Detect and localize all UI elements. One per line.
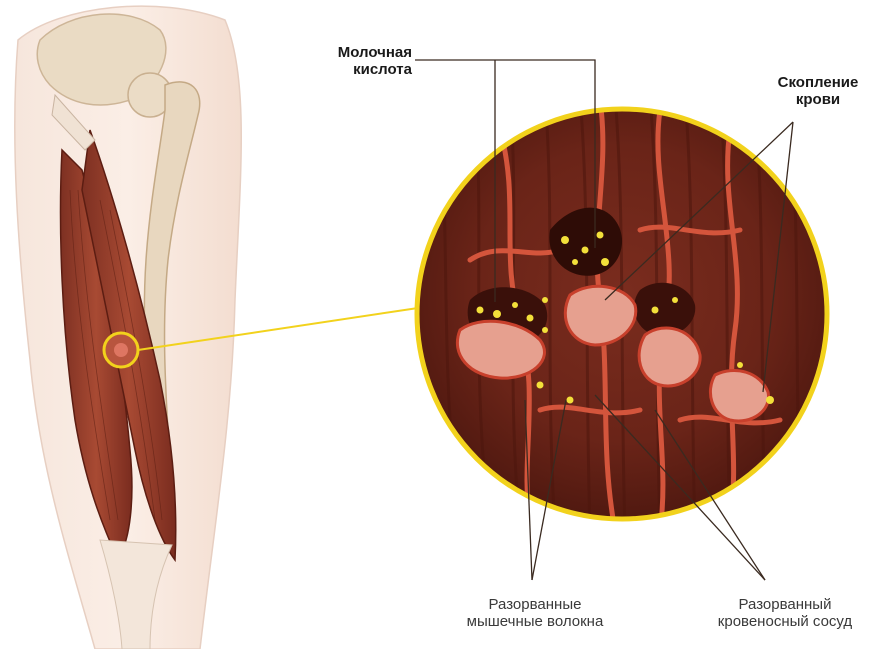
thigh-illustration xyxy=(15,6,241,649)
label-lactic-acid: Молочная кислота xyxy=(302,44,412,78)
label-blood-accumulation: Скопление крови xyxy=(768,74,868,108)
label-torn-muscle-fibers: Разорванные мышечные волокна xyxy=(440,596,630,630)
magnified-tissue xyxy=(417,95,827,530)
label-torn-blood-vessel: Разорванный кровеносный сосуд xyxy=(695,596,875,630)
